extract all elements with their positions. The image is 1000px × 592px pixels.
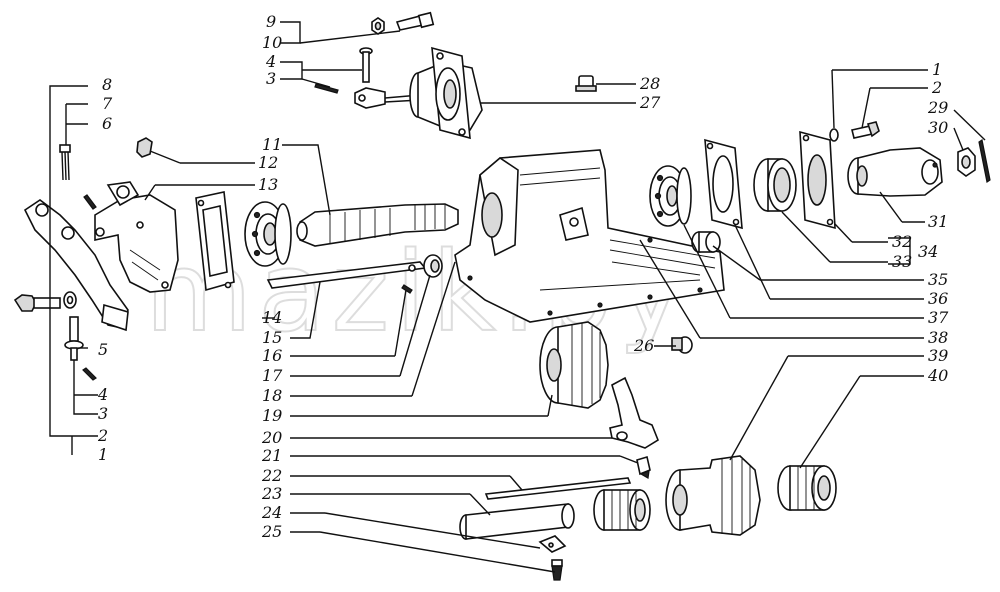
leader-lines xyxy=(49,21,986,573)
label-7: 7 xyxy=(102,94,113,113)
gear-block-part xyxy=(665,455,761,536)
label-16: 16 xyxy=(262,346,282,365)
label-2: 2 xyxy=(97,426,108,445)
power-cylinder-part xyxy=(354,46,483,140)
thin-axle-part xyxy=(484,477,632,500)
bolt-part xyxy=(59,144,71,181)
small-pin-part xyxy=(401,284,413,294)
castle-nut-part xyxy=(957,147,976,177)
label-4-top: 4 xyxy=(265,52,276,71)
label-30: 30 xyxy=(928,118,948,137)
bracket-housing-part xyxy=(94,181,179,293)
label-14: 14 xyxy=(262,308,282,327)
label-4: 4 xyxy=(97,385,108,404)
label-32: 32 xyxy=(892,232,912,251)
label-2-right: 2 xyxy=(931,78,942,97)
label-3: 3 xyxy=(98,404,108,423)
label-40: 40 xyxy=(927,366,948,385)
label-13: 13 xyxy=(258,175,278,194)
callout-labels: 8 7 6 5 4 3 2 1 9 10 4 3 11 12 13 14 15 … xyxy=(97,12,949,541)
gearbox-housing-part xyxy=(454,149,725,323)
right-washer-part xyxy=(829,128,839,142)
splined-shaft-part xyxy=(296,203,459,247)
label-25: 25 xyxy=(261,522,282,541)
lock-plate-part xyxy=(538,535,567,553)
label-18: 18 xyxy=(262,386,282,405)
label-28: 28 xyxy=(639,74,660,93)
small-plug-part xyxy=(671,336,693,354)
label-21: 21 xyxy=(261,446,282,465)
right-gasket-part xyxy=(704,138,743,230)
label-17: 17 xyxy=(262,366,283,385)
output-flange-part xyxy=(847,147,943,197)
label-35: 35 xyxy=(928,270,948,289)
label-36: 36 xyxy=(928,289,948,308)
gasket-part xyxy=(195,191,235,292)
label-26: 26 xyxy=(633,336,654,355)
drain-plug-part xyxy=(575,75,597,92)
clevis-pin-part xyxy=(359,47,373,83)
small-bolt-part xyxy=(136,137,153,158)
seal-ring-part xyxy=(423,254,443,278)
label-12: 12 xyxy=(258,153,278,172)
top-cotter-pin-part xyxy=(314,83,339,94)
label-6: 6 xyxy=(102,114,112,133)
label-9: 9 xyxy=(266,12,276,31)
label-27: 27 xyxy=(639,93,661,112)
needle-bearing-large-part xyxy=(777,465,837,511)
shift-fork-part xyxy=(609,376,659,449)
label-5: 5 xyxy=(98,340,108,359)
right-ball-bearing-part xyxy=(649,165,692,227)
roller-shaft-part xyxy=(459,503,575,540)
label-38: 38 xyxy=(928,328,948,347)
ball-bearing-part xyxy=(244,201,292,267)
label-19: 19 xyxy=(262,406,282,425)
nut-part xyxy=(371,17,385,35)
bearing-cover-part xyxy=(799,130,836,230)
split-pin-part xyxy=(978,139,991,183)
screw-part xyxy=(551,559,563,581)
label-20: 20 xyxy=(261,428,282,447)
label-22: 22 xyxy=(261,466,282,485)
lever-part xyxy=(23,199,129,332)
label-31: 31 xyxy=(928,212,948,231)
label-37: 37 xyxy=(928,308,949,327)
lock-screw-part xyxy=(636,455,651,479)
label-29: 29 xyxy=(927,98,948,117)
label-33: 33 xyxy=(892,252,912,271)
label-8: 8 xyxy=(102,75,112,94)
needle-bearing-part xyxy=(593,489,651,531)
bushing-part xyxy=(691,231,721,253)
label-24: 24 xyxy=(261,503,282,522)
hex-bolt-part xyxy=(13,291,77,312)
oil-seal-part xyxy=(753,158,797,212)
label-10: 10 xyxy=(262,33,282,52)
label-39: 39 xyxy=(928,346,948,365)
sliding-gear-part xyxy=(539,321,609,409)
label-15: 15 xyxy=(262,328,282,347)
label-11: 11 xyxy=(262,135,282,154)
label-1: 1 xyxy=(98,445,108,464)
right-bolt-part xyxy=(851,121,880,139)
label-23: 23 xyxy=(261,484,282,503)
label-1-right: 1 xyxy=(932,60,942,79)
cotter-pin-part xyxy=(83,194,97,210)
top-bolt-part xyxy=(395,11,435,31)
label-34: 34 xyxy=(918,242,938,261)
label-3-top: 3 xyxy=(266,69,276,88)
